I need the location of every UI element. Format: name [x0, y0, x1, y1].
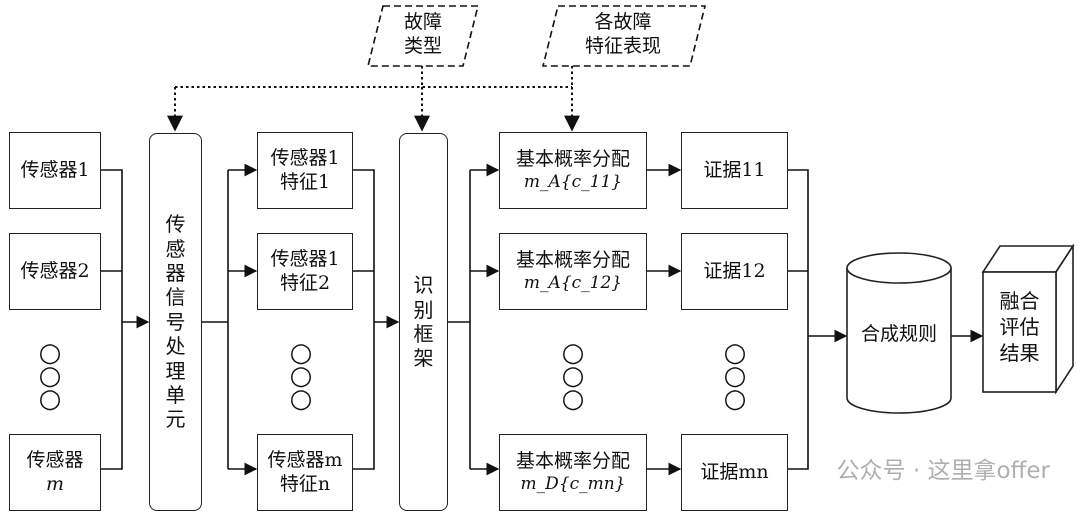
combination-rule-label: 合成规则: [860, 323, 937, 345]
feature-1-box: 传感器1 特征1: [257, 132, 353, 209]
result-box-side: [1055, 243, 1074, 395]
feature-2-box: 传感器1 特征2: [257, 233, 353, 310]
feature-n-box: 传感器m 特征n: [257, 434, 353, 511]
fault-features-label: 各故障 特征表现: [584, 11, 661, 57]
sensor-2-box: 传感器2: [9, 233, 101, 310]
bpa-formula-2: m_A{c_12}: [523, 272, 623, 293]
sensor-1-box: 传感器1: [9, 132, 101, 209]
evidence-11-box: 证据11: [681, 132, 788, 209]
cylinder-body: [846, 268, 952, 414]
evidence-ellipsis: ○ ○ ○: [723, 338, 747, 414]
bpa-ellipsis: ○ ○ ○: [561, 338, 585, 414]
fault-features-shape: [541, 5, 707, 67]
bpa-formula-mn: m_D{c_mn}: [520, 473, 626, 494]
sensor-ellipsis: ○ ○ ○: [38, 338, 62, 414]
watermark: 公众号 · 这里拿offer: [836, 458, 1050, 484]
sensor-m-box: 传感器 m: [9, 434, 101, 511]
bpa-box-mn: 基本概率分配 m_D{c_mn}: [499, 434, 647, 511]
result-box-front: [982, 271, 1057, 393]
identification-framework: 识 别 框 架: [399, 133, 448, 511]
evidence-12-box: 证据12: [681, 233, 788, 310]
fault-type-shape: [366, 5, 480, 67]
evidence-mn-box: 证据mn: [681, 434, 788, 511]
signal-processing-unit: 传 感 器 信 号 处 理 单 元: [149, 133, 202, 511]
bpa-box-2: 基本概率分配 m_A{c_12}: [499, 233, 647, 310]
fault-type-label: 故障 类型: [403, 11, 442, 57]
feature-ellipsis: ○ ○ ○: [289, 338, 313, 414]
bpa-box-1: 基本概率分配 m_A{c_11}: [499, 132, 647, 209]
fusion-result-label: 融合 评估 结果: [999, 289, 1040, 365]
bpa-formula-1: m_A{c_11}: [523, 171, 623, 192]
cylinder-top: [846, 252, 952, 284]
